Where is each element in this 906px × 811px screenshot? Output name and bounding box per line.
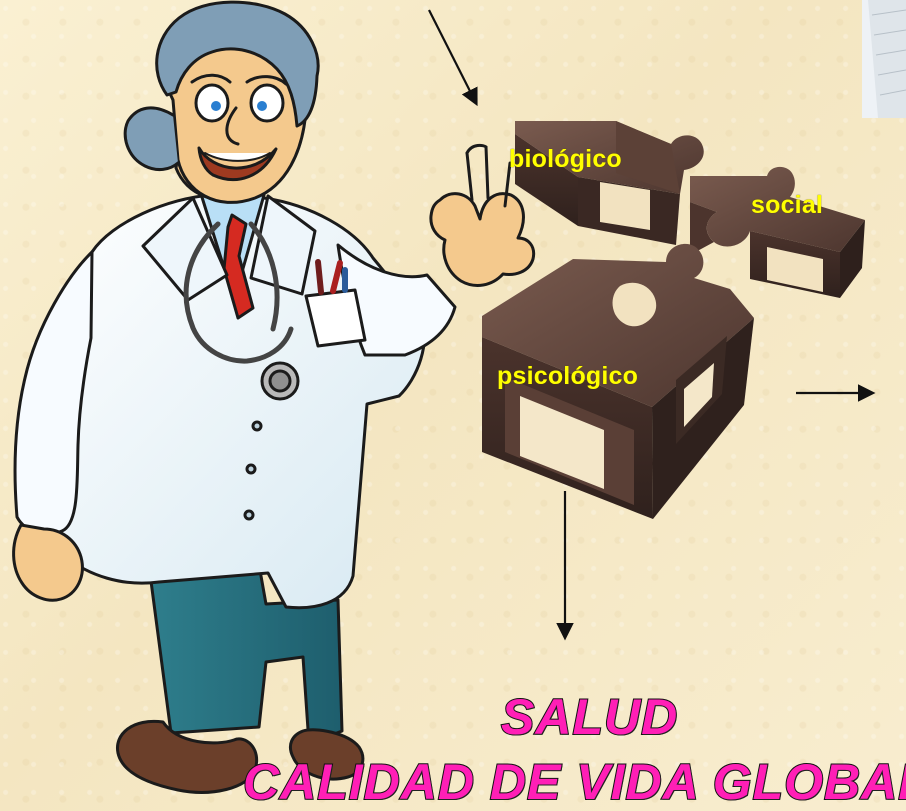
puzzle-icon [482, 121, 865, 519]
arrow-icon [428, 9, 876, 641]
social-label: social [751, 191, 824, 219]
calidad-de-vida-global-title: CALIDAD DE VIDA GLOBAL [242, 753, 906, 811]
salud-title: SALUD [500, 688, 679, 746]
doctor-illustration [12, 0, 536, 794]
psicologico-label: psicológico [497, 362, 639, 390]
corner-image-fragment [862, 0, 906, 118]
biologico-label: biológico [509, 145, 622, 173]
